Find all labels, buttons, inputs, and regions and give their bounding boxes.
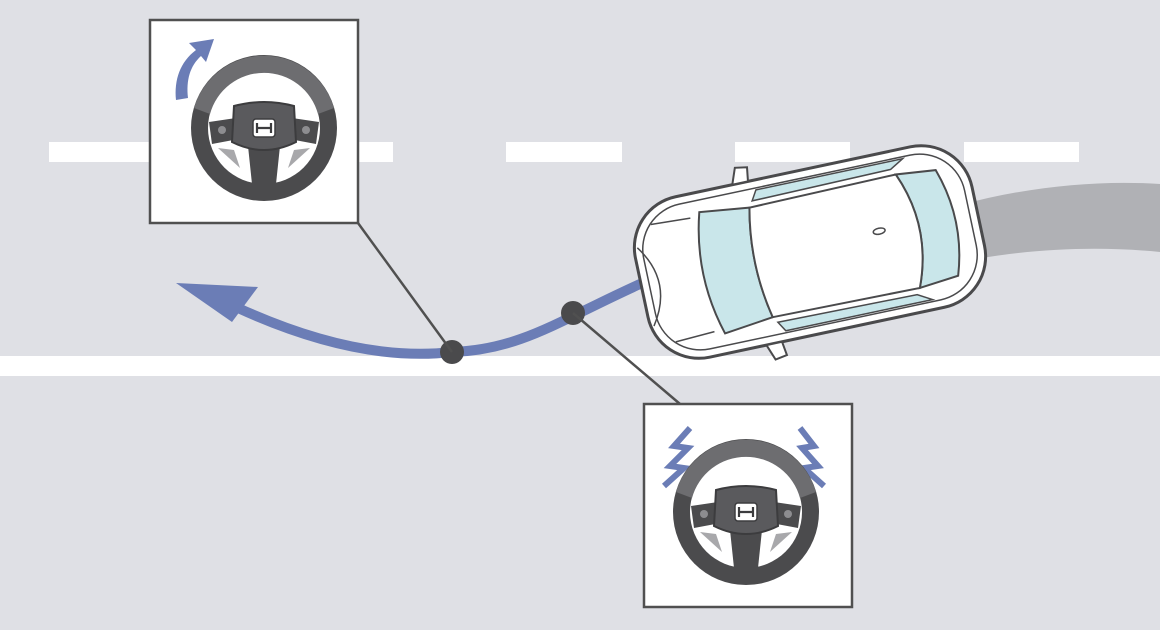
steer-callout <box>148 18 360 225</box>
steering-wheel-icon <box>189 53 339 203</box>
tire-track <box>960 182 1160 262</box>
steering-wheel-icon <box>671 437 821 587</box>
dashed-lane-markings <box>49 142 1079 162</box>
vibration-zigzag-icon <box>661 426 827 489</box>
car <box>632 144 988 361</box>
leader-line-vibration <box>572 312 681 405</box>
leader-line-steer <box>356 222 454 353</box>
curved-arrow-icon <box>175 39 214 100</box>
solid-edge-line <box>0 356 1160 376</box>
path-arrowhead <box>176 283 258 322</box>
vibration-callout <box>642 402 854 609</box>
